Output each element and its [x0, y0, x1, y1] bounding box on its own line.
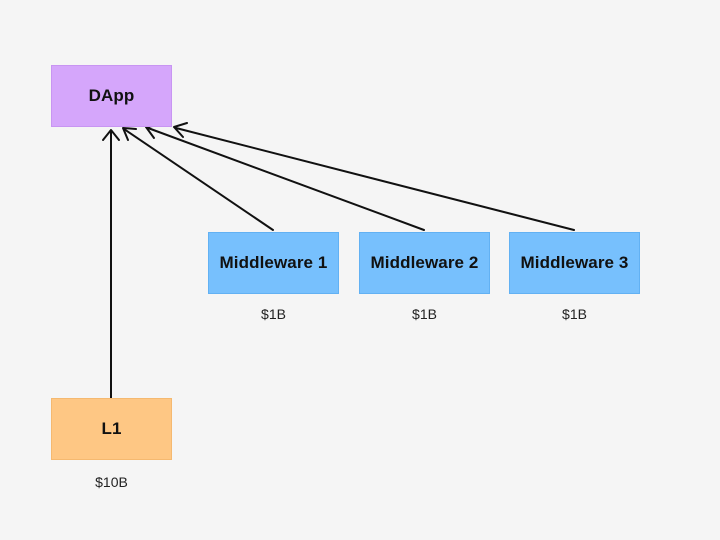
edge-middleware-1-to-dapp	[122, 127, 274, 231]
middleware-2-label: Middleware 2	[370, 253, 479, 272]
dapp-node: DApp	[51, 65, 172, 127]
middleware-2-node: Middleware 2	[359, 232, 490, 294]
l1-label: L1	[101, 419, 122, 438]
middleware-2-value: $1B	[412, 306, 437, 322]
middleware-1-value: $1B	[261, 306, 286, 322]
middleware-3-node: Middleware 3	[509, 232, 640, 294]
edge-middleware-2-to-dapp	[145, 124, 425, 231]
l1-node: L1	[51, 398, 172, 460]
l1-value: $10B	[95, 474, 128, 490]
middleware-3-value: $1B	[562, 306, 587, 322]
edge-l1-to-dapp	[102, 129, 120, 399]
middleware-3-label: Middleware 3	[520, 253, 629, 272]
edge-middleware-3-to-dapp	[173, 122, 575, 231]
dapp-label: DApp	[88, 86, 135, 105]
middleware-1-node: Middleware 1	[208, 232, 339, 294]
middleware-1-label: Middleware 1	[219, 253, 328, 272]
